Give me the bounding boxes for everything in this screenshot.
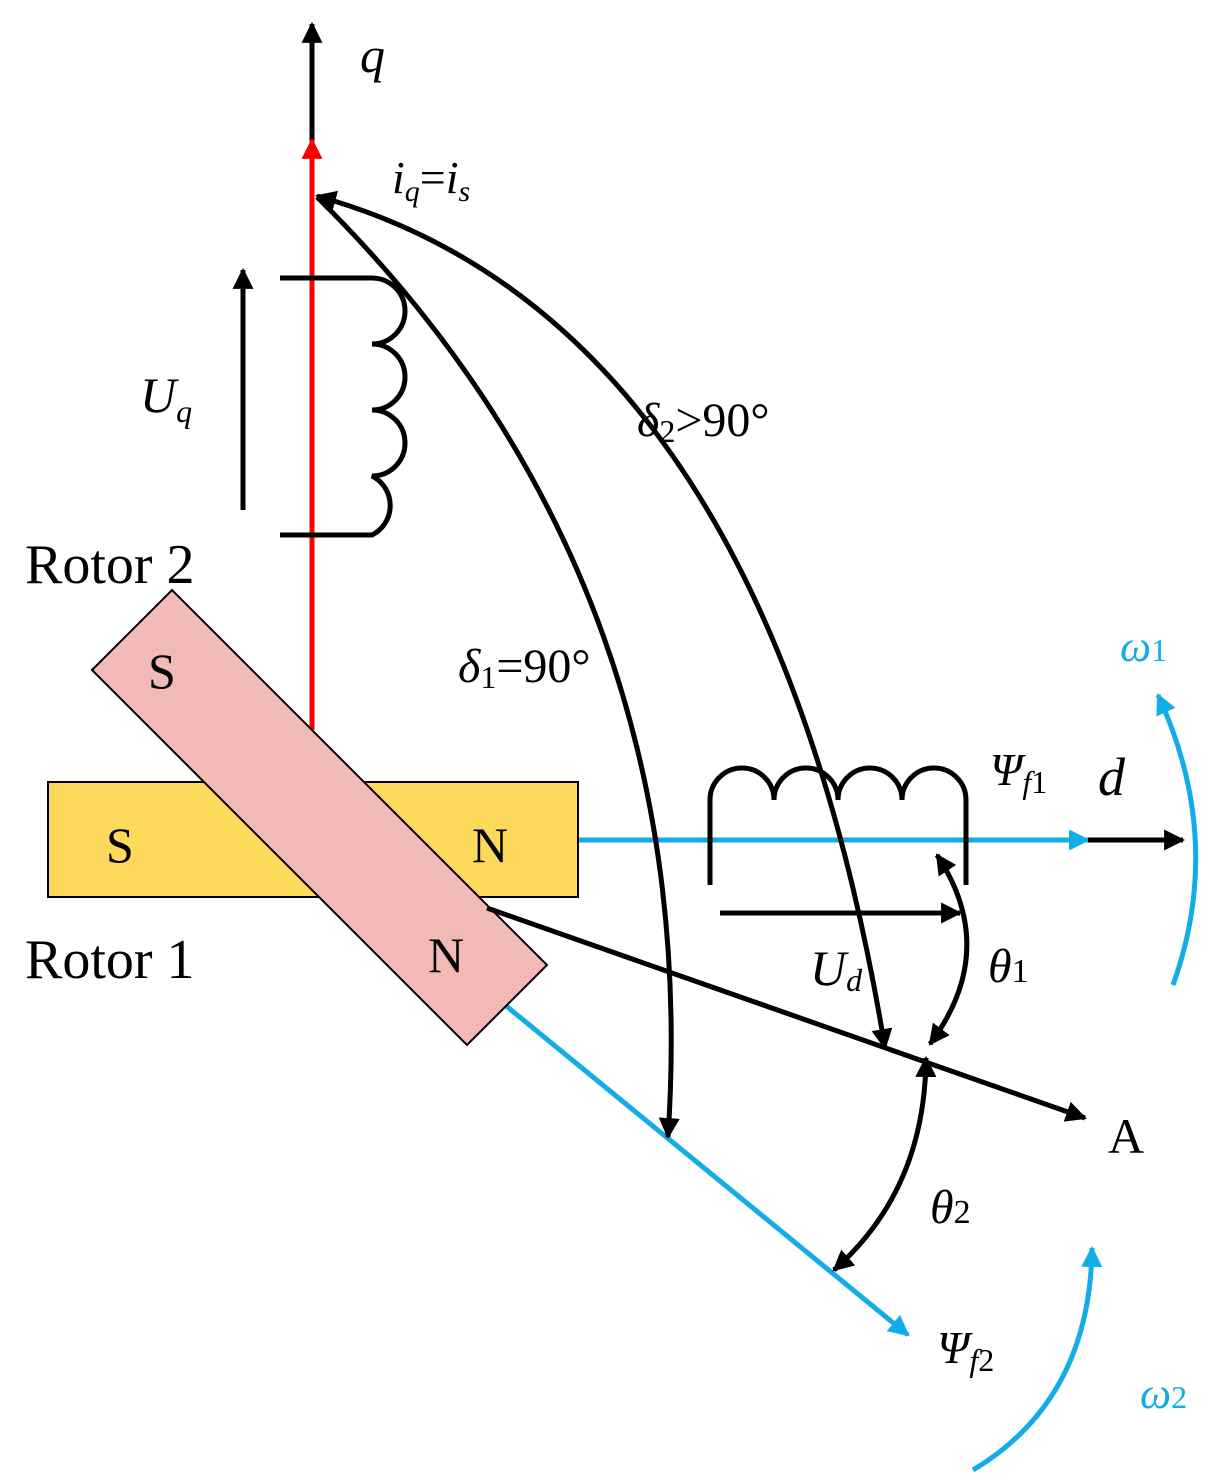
delta1-label: δ1=90° — [458, 640, 591, 695]
q-axis-label: q — [360, 27, 385, 83]
rotor-2-n-pole: N — [428, 927, 464, 983]
omega2-arc — [971, 1245, 1103, 1473]
delta2-arc — [314, 190, 893, 1051]
rotor-2-s-pole: S — [148, 643, 176, 699]
theta2-arc — [832, 1055, 937, 1272]
psi-f2-label: Ψf2 — [937, 1322, 994, 1378]
omega2-label: ω2 — [1140, 1369, 1187, 1418]
rotor-1-label: Rotor 1 — [25, 929, 195, 991]
psi-f1-label: Ψf1 — [990, 744, 1047, 800]
theta2-label: θ2 — [930, 1181, 971, 1234]
delta1-arc — [315, 195, 680, 1140]
uq-label: Uq — [140, 367, 192, 429]
ud-label: Ud — [810, 940, 863, 998]
rotor-2-label: Rotor 2 — [25, 534, 195, 596]
omega1-label: ω1 — [1120, 622, 1167, 671]
omega1-arc — [1155, 693, 1199, 986]
theta1-arc — [927, 853, 970, 1046]
q-axis-coil — [280, 275, 408, 538]
rotor-1-s-pole: S — [106, 817, 134, 873]
d-axis-label: d — [1098, 747, 1126, 807]
rotor-1-n-pole: N — [472, 817, 508, 873]
point-a-label: A — [1108, 1108, 1144, 1164]
iq-is-label: iq=is — [392, 152, 470, 208]
psi-f2-axis — [503, 1003, 910, 1337]
theta1-label: θ1 — [988, 940, 1029, 993]
delta2-label: δ2>90° — [637, 394, 770, 449]
